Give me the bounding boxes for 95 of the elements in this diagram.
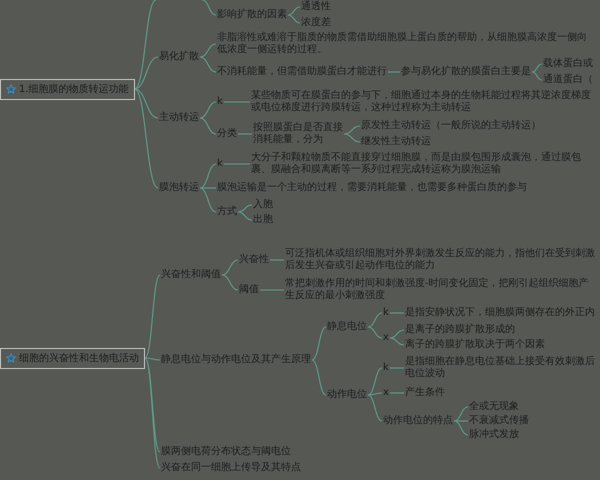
branch-label: 不消耗能量，但需借助膜蛋白才能进行 [216,66,388,78]
branch-line [368,326,382,339]
branch-line [368,367,382,396]
branch-label: 通道蛋白（ [542,74,594,86]
branch-label: 影响扩散的因素 [216,9,288,21]
branch-label: 按照膜蛋白是否直接消耗能量，分为 [252,122,344,146]
note-text: 常把刺激作用的时间和刺激强度-时间变化固定，把刚引起组织细胞产生反应的最小刺激强度 [284,278,598,302]
branch-label: 分类 [216,128,238,140]
branch-line [532,71,542,81]
branch-label: 不衰减式传播 [468,415,530,427]
branch-label: 是指安静状况下，细胞膜两侧存在的外正内 [404,307,596,319]
note-text: 非脂溶性或难溶于脂质的物质需借助细胞膜上蛋白质的帮助，从细胞膜高浓度一侧向低浓度一侧运转的过程。 [216,32,596,56]
branch-line [200,187,216,189]
branch-label: 易化扩散 [158,51,200,63]
branch-label: 载体蛋白或 [542,58,594,70]
branch-line [134,88,158,188]
branch-label: 浓度差 [300,17,332,29]
branch-label: 全或无现象 [468,401,520,413]
topic-box [0,78,135,100]
branch-label: 参与易化扩散的膜蛋白主要是 [400,66,532,78]
note-text: 某些物质可在膜蛋白的参与下，细胞通过本身的生物耗能过程将其逆浓度梯度或电位梯度进行跨膜转运，这种过程称为主动转运 [250,90,596,114]
branch-line [368,392,382,396]
branch-label: 脉冲式发放 [468,429,520,441]
branch-label: k [382,362,390,374]
branch-line [200,163,216,189]
branch-line [134,88,158,119]
branch-line [344,125,360,135]
branch-line [238,204,252,213]
branch-line [390,329,404,339]
branch-line [144,274,160,358]
branch-line [202,0,216,16]
topic-box [0,348,145,368]
branch-line [238,133,252,135]
branch-label: 离子的跨膜扩散取决于两个因素 [404,339,546,351]
branch-label: 膜泡转运 [158,182,200,194]
branch-label: 兴奋性 [238,254,270,266]
branch-line [454,406,468,422]
note-text: 可泛指机体或组织细胞对外界刺激发生反应的能力，指他们在受到刺激后发生兴奋或引起动作电位的能力 [284,248,598,272]
branch-label: k [216,96,224,108]
branch-line [200,101,216,119]
note-text: 是指细胞在静息电位基础上接受有效刺激后电位波动 [404,356,598,380]
branch-label: 入胞 [252,199,274,211]
branch-line [312,326,326,361]
branch-line [134,0,156,90]
branch-line [288,6,300,16]
branch-label: x [382,332,390,344]
branch-line [312,360,326,396]
branch-line [288,14,300,24]
branch-line [390,367,404,369]
branch-line [144,357,160,361]
branch-label: k [216,158,224,170]
branch-line [222,274,238,291]
branch-line [454,420,468,436]
branch-label: 兴奋性和阈值 [160,269,222,281]
branch-label: 膜泡运输是一个主动的过程，需要消耗能量，也需要多种蛋白质的参与 [216,182,528,194]
branch-line [390,337,404,346]
branch-line [270,259,284,261]
branch-label: 兴奋在同一细胞上传导及其特点 [160,462,302,474]
branch-label: 静息电位与动作电位及其产生原理 [160,354,312,366]
branch-label: 膜两侧电荷分布状态与阈电位 [160,446,292,458]
branch-label: 通透性 [300,1,332,13]
branch-line [368,394,382,422]
branch-line [344,133,360,143]
branch-line [390,392,404,394]
branch-label: 方式 [216,206,238,218]
branch-line [224,163,250,165]
branch-line [454,420,468,422]
branch-line [388,71,400,73]
topic-title: 1.细胞膜的物质转运功能 [19,82,129,96]
branch-line [200,117,216,135]
branch-line [224,101,250,103]
branch-line [222,259,238,276]
branch-line [200,187,216,213]
branch-line [368,312,382,328]
branch-line [200,56,216,73]
branch-label: x [382,387,390,399]
branch-label: 阈值 [238,284,260,296]
branch-label: 静息电位 [326,321,368,333]
branch-label: 是离子的跨膜扩散形成的 [404,324,516,336]
branch-label: 出胞 [252,214,274,226]
branch-label: 动作电位 [326,389,368,401]
branch-line [532,63,542,73]
branch-label: 主动转运 [158,112,200,124]
note-text: 大分子和颗粒物质不能直接穿过细胞膜，而是由膜包围形成囊泡，通过膜包裹、膜融合和膜离断等一系列过程完成转运称为膜泡运输 [250,152,596,176]
branch-label: 动作电位的特点 [382,415,454,427]
branch-line [260,289,284,291]
branch-label: 继发性主动转运 [360,136,432,148]
branch-label: k [382,307,390,319]
branch-line [200,43,216,58]
branch-line [134,56,158,90]
branch-line [390,312,404,314]
branch-label: 原发性主动转运（一般所说的主动转运） [360,120,542,132]
branch-line [238,211,252,221]
topic-title: 细胞的兴奋性和生物电活动 [19,352,139,364]
branch-label: 产生条件 [404,387,446,399]
